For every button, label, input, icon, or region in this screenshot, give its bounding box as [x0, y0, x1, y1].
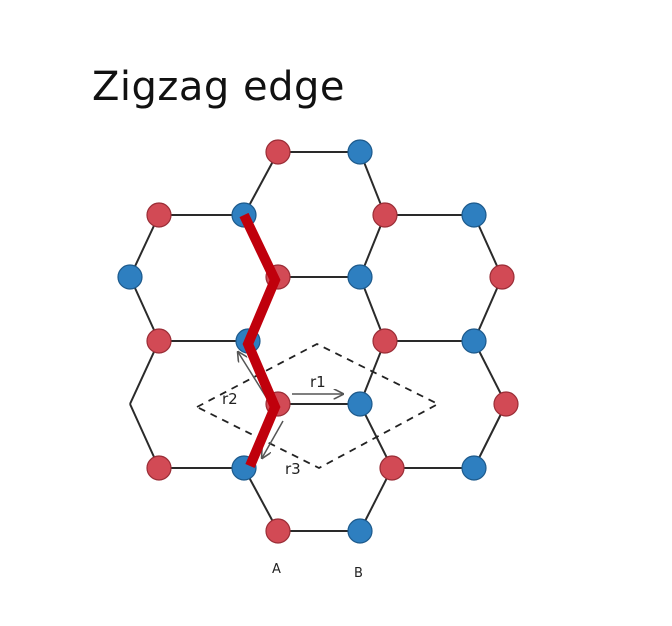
- nearest-neighbour-vectors: [238, 352, 343, 458]
- atom-b: [461, 328, 487, 354]
- atom-b: [347, 518, 373, 544]
- atom-b: [347, 264, 373, 290]
- sublattice-b-label: B: [354, 566, 363, 581]
- zigzag-edge-highlight: [239, 212, 281, 468]
- bond-network: [129, 151, 507, 532]
- atom-a: [489, 264, 515, 290]
- sublattice-a-label: A: [272, 562, 281, 577]
- vector-r1-label: r1: [310, 373, 326, 391]
- atom-a: [372, 202, 398, 228]
- atom-a: [265, 518, 291, 544]
- atom-b: [117, 264, 143, 290]
- atom-b: [347, 139, 373, 165]
- atom-a: [379, 455, 405, 481]
- atom-a: [493, 391, 519, 417]
- atom-b: [347, 391, 373, 417]
- atom-b: [461, 202, 487, 228]
- vector-r3-label: r3: [285, 460, 301, 478]
- vector-r3-arrow: [262, 420, 284, 458]
- atom-b: [461, 455, 487, 481]
- atom-a: [372, 328, 398, 354]
- atom-a: [146, 455, 172, 481]
- vector-r2-label: r2: [222, 390, 238, 408]
- slide-title: Zigzag edge: [92, 64, 346, 110]
- vector-r2-arrow: [238, 352, 269, 401]
- atom-a: [146, 328, 172, 354]
- atom-a: [265, 139, 291, 165]
- atom-a: [146, 202, 172, 228]
